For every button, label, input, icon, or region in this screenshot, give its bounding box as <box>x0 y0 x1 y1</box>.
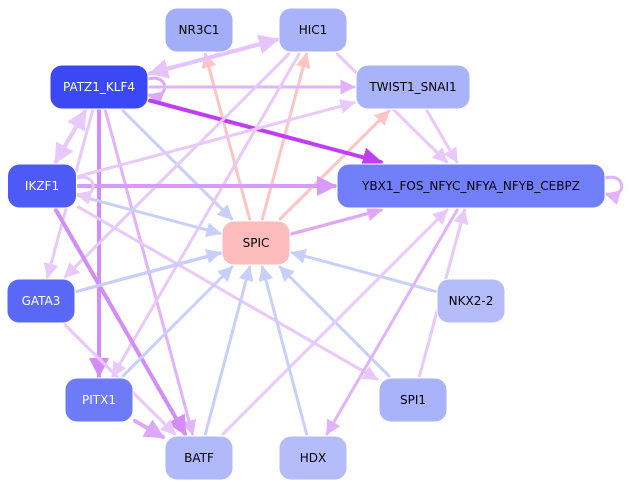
node-nr3c1[interactable]: NR3C1 <box>164 7 234 53</box>
node-label: PITX1 <box>82 393 116 407</box>
edges-layer <box>43 34 623 440</box>
node-ybx1[interactable]: YBX1_FOS_NFYC_NFYA_NFYB_CEBPZ <box>336 163 606 209</box>
edge-ikzf1-to-batf <box>53 208 188 436</box>
node-box[interactable] <box>278 7 348 53</box>
node-label: NR3C1 <box>179 23 220 37</box>
edge-hic1-to-pitx1 <box>111 52 301 378</box>
node-spi1[interactable]: SPI1 <box>378 377 448 423</box>
edge-ikzf1-to-ikzf1 <box>75 175 95 205</box>
node-label: SPI1 <box>400 393 426 407</box>
edge-hic1-to-patz1_klf4 <box>148 37 279 79</box>
node-label: IKZF1 <box>25 179 59 193</box>
node-box[interactable] <box>436 278 506 324</box>
node-pitx1[interactable]: PITX1 <box>64 377 134 423</box>
edge-ybx1-to-hdx <box>325 208 459 436</box>
node-box[interactable] <box>64 377 134 423</box>
edge-ikzf1-to-patz1_klf4 <box>53 109 88 164</box>
node-label: NKX2-2 <box>449 294 494 308</box>
node-label: SPIC <box>243 236 270 250</box>
edge-ybx1-to-ybx1 <box>603 175 623 205</box>
node-box[interactable] <box>6 278 76 324</box>
node-label: BATF <box>184 451 214 465</box>
node-spic[interactable]: SPIC <box>221 220 291 266</box>
edge-ikzf1-to-spic <box>77 194 222 238</box>
edge-batf-to-ybx1 <box>221 208 449 436</box>
node-label: TWIST1_SNAI1 <box>368 80 456 94</box>
edge-nkx2-2-to-spic <box>290 248 437 293</box>
node-box[interactable] <box>278 435 348 481</box>
node-box[interactable] <box>164 435 234 481</box>
node-label: GATA3 <box>22 294 61 308</box>
edge-twist1_snai1-to-ybx1 <box>425 109 459 164</box>
node-box[interactable] <box>355 64 471 110</box>
node-box[interactable] <box>378 377 448 423</box>
edge-batf-to-spic <box>203 265 254 436</box>
node-label: HDX <box>300 451 326 465</box>
edge-hdx-to-spic <box>258 265 309 436</box>
node-batf[interactable]: BATF <box>164 435 234 481</box>
node-box[interactable] <box>221 220 291 266</box>
node-patz1_klf4[interactable]: PATZ1_KLF4 <box>49 64 149 110</box>
edge-pitx1-to-spic <box>121 265 234 378</box>
node-box[interactable] <box>336 163 606 209</box>
node-ikzf1[interactable]: IKZF1 <box>7 163 77 209</box>
node-box[interactable] <box>164 7 234 53</box>
node-hdx[interactable]: HDX <box>278 435 348 481</box>
node-box[interactable] <box>49 64 149 110</box>
node-label: PATZ1_KLF4 <box>63 80 135 94</box>
edge-spic-to-twist1_snai1 <box>278 109 391 221</box>
node-label: YBX1_FOS_NFYC_NFYA_NFYB_CEBPZ <box>361 179 580 193</box>
node-twist1_snai1[interactable]: TWIST1_SNAI1 <box>355 64 471 110</box>
node-box[interactable] <box>7 163 77 209</box>
node-hic1[interactable]: HIC1 <box>278 7 348 53</box>
edge-gata3-to-spic <box>75 248 222 293</box>
edge-ikzf1-to-twist1_snai1 <box>77 98 356 178</box>
edge-hic1-to-gata3 <box>63 52 291 279</box>
edge-ikzf1-to-spi1 <box>77 205 379 381</box>
node-gata3[interactable]: GATA3 <box>6 278 76 324</box>
node-label: HIC1 <box>299 23 328 37</box>
edge-pitx1-to-batf <box>133 418 165 440</box>
edge-patz1_klf4-to-ybx1 <box>148 98 383 168</box>
node-nkx2-2[interactable]: NKX2-2 <box>436 278 506 324</box>
